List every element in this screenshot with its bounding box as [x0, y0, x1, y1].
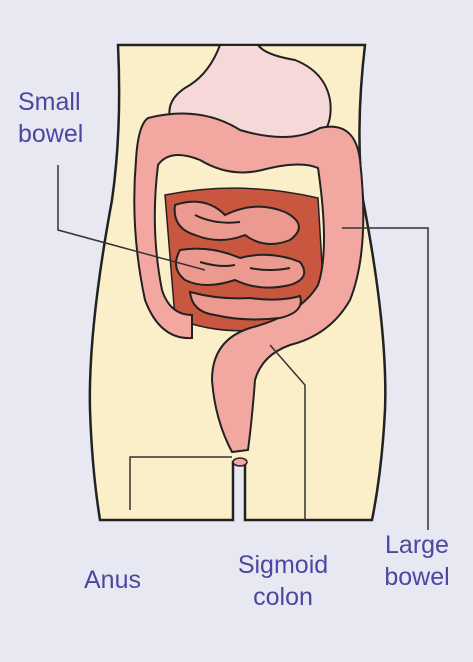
label-large-line2: bowel	[372, 561, 462, 593]
label-anus: Anus	[84, 564, 141, 596]
label-small-bowel-line2: bowel	[18, 118, 83, 150]
label-large-line1: Large	[372, 529, 462, 561]
label-sigmoid-colon: Sigmoid colon	[218, 549, 348, 613]
label-sigmoid-line1: Sigmoid	[218, 549, 348, 581]
anus	[233, 458, 247, 466]
small-intestine	[175, 202, 305, 320]
label-small-bowel-line1: Small	[18, 86, 83, 118]
label-large-bowel: Large bowel	[372, 529, 462, 593]
label-small-bowel: Small bowel	[18, 86, 83, 150]
label-sigmoid-line2: colon	[218, 581, 348, 613]
